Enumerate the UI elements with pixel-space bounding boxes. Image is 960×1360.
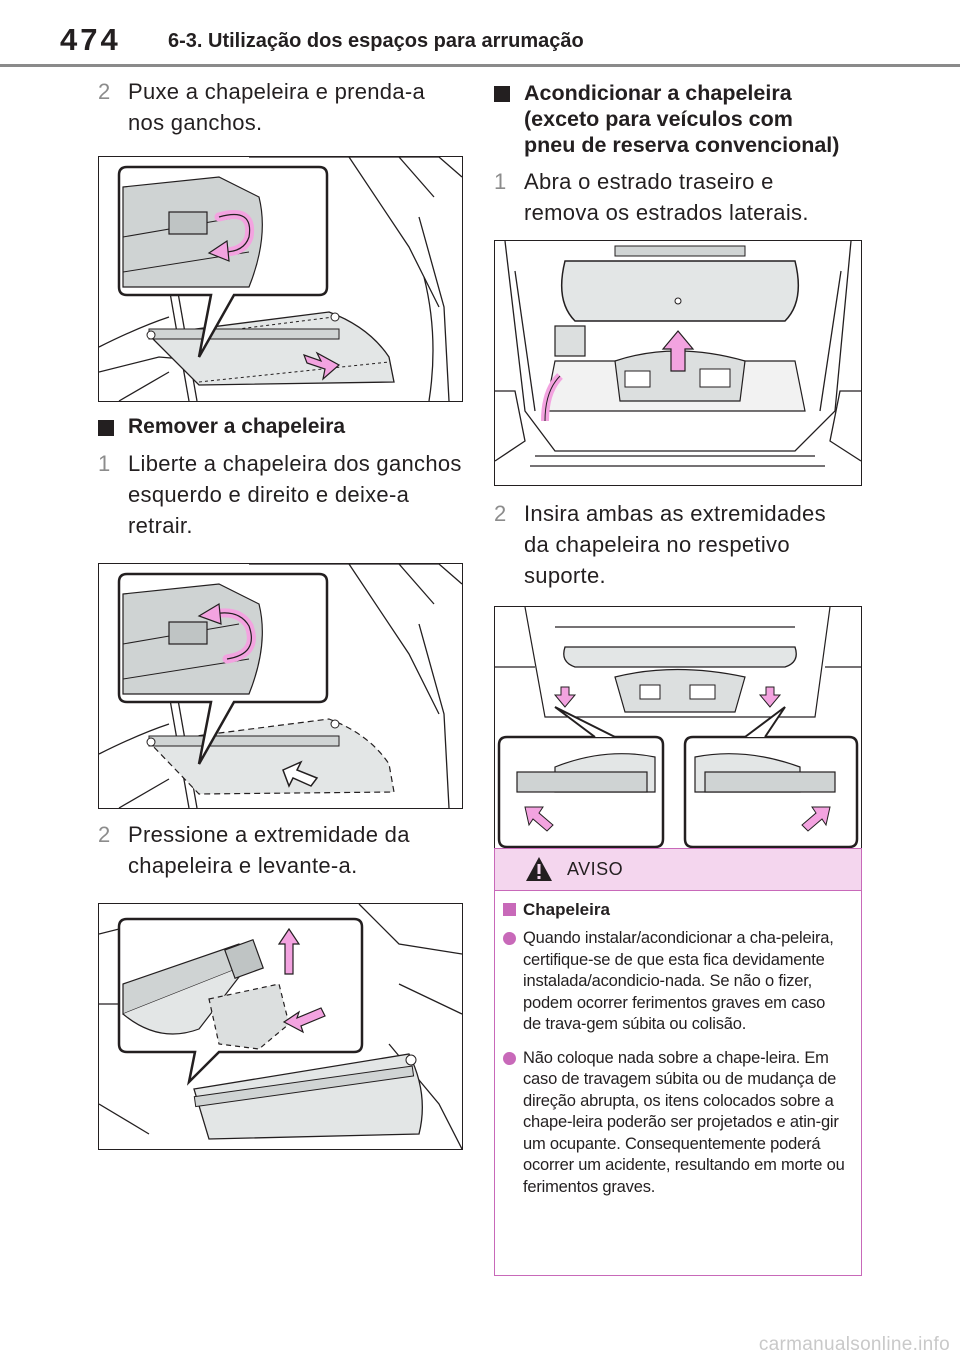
- step-stow-1: 1 Abra o estrado traseiro e remova os es…: [494, 166, 862, 228]
- warning-box: AVISO Chapeleira Quando instalar/acondic…: [494, 848, 862, 1276]
- right-column: Acondicionar a chapeleira (exceto para v…: [494, 76, 862, 852]
- remove-heading: Remover a chapeleira: [98, 414, 463, 440]
- warning-bullet-text: Quando instalar/acondicionar a cha-pelei…: [523, 929, 834, 1033]
- heading-square-marker: [98, 420, 114, 436]
- step-stow-2: 2 Insira ambas as extremidades da chapel…: [494, 498, 862, 591]
- stow-heading: Acondicionar a chapeleira (exceto para v…: [494, 80, 862, 158]
- warning-body: Chapeleira Quando instalar/acondicionar …: [495, 891, 861, 1198]
- stow-heading-line: Acondicionar a chapeleira: [524, 81, 792, 105]
- warning-subheading: Chapeleira: [503, 899, 847, 921]
- step-text-line: Liberte a chapeleira dos ganchos: [128, 451, 462, 476]
- step-text-line: remova os estrados laterais.: [524, 200, 809, 225]
- stow-heading-line: pneu de reserva convencional): [524, 133, 840, 157]
- arrow-icon: [553, 686, 577, 708]
- step-remove-2: 2 Pressione a extremidade da chapeleira …: [98, 819, 463, 881]
- figure-release-tonneau-cover: [98, 563, 463, 809]
- step-text-line: da chapeleira no respetivo: [524, 532, 790, 557]
- arrow-icon: [282, 1007, 326, 1034]
- step-text-line: suporte.: [524, 563, 606, 588]
- header-divider: [0, 64, 960, 67]
- figure-pull-tonneau-cover: [98, 156, 463, 402]
- step-text-line: retrair.: [128, 513, 193, 538]
- arrow-icon: [524, 806, 554, 832]
- step-number: 1: [494, 169, 507, 194]
- figure-lift-tonneau-cover: [98, 903, 463, 1150]
- arrow-icon: [801, 806, 831, 832]
- figure-insert-cover-ends: [494, 606, 862, 852]
- step-number: 2: [494, 501, 507, 526]
- warning-header: AVISO: [495, 849, 861, 891]
- subheading-square-marker: [503, 903, 516, 916]
- step-install-2: 2 Puxe a chapeleira e prenda-a nos ganch…: [98, 76, 463, 138]
- step-text-line: Pressione a extremidade da: [128, 822, 410, 847]
- step-text-line: nos ganchos.: [128, 110, 263, 135]
- step-number: 2: [98, 79, 111, 104]
- arrow-icon: [277, 927, 301, 975]
- step-text-line: chapeleira e levante-a.: [128, 853, 358, 878]
- arrow-icon: [661, 330, 695, 372]
- bullet-dot: [503, 932, 516, 945]
- bullet-dot: [503, 1051, 516, 1065]
- step-text-line: Puxe a chapeleira e prenda-a: [128, 79, 426, 104]
- section-title: 6-3. Utilização dos espaços para arrumaç…: [168, 30, 584, 52]
- figure-open-deck-board: [494, 240, 862, 486]
- heading-square-marker: [494, 86, 510, 102]
- remove-heading-text: Remover a chapeleira: [128, 415, 346, 438]
- step-remove-1: 1 Liberte a chapeleira dos ganchos esque…: [98, 448, 463, 541]
- warning-subheading-text: Chapeleira: [523, 900, 610, 919]
- arrow-icon: [302, 351, 341, 381]
- warning-label: AVISO: [567, 859, 624, 879]
- stow-heading-line: (exceto para veículos com: [524, 107, 793, 131]
- page-number: 474: [60, 22, 121, 57]
- step-text-line: esquerdo e direito e deixe-a: [128, 482, 410, 507]
- step-text-line: Abra o estrado traseiro e: [524, 169, 774, 194]
- warning-bullet-text: Não coloque nada sobre a chape-leira. Em…: [523, 1048, 845, 1196]
- warning-bullet: Não coloque nada sobre a chape-leira. Em…: [503, 1048, 847, 1199]
- warning-bullet: Quando instalar/acondicionar a cha-pelei…: [503, 928, 847, 1036]
- page-header: 474 6-3. Utilização dos espaços para arr…: [0, 0, 960, 67]
- step-number: 1: [98, 451, 111, 476]
- left-column: 2 Puxe a chapeleira e prenda-a nos ganch…: [98, 76, 463, 1150]
- arrow-icon: [758, 686, 782, 708]
- arrow-icon: [282, 760, 319, 788]
- watermark: carmanualsonline.info: [758, 1334, 950, 1355]
- step-number: 2: [98, 822, 111, 847]
- warning-triangle-icon: [526, 857, 552, 881]
- step-text-line: Insira ambas as extremidades: [524, 501, 826, 526]
